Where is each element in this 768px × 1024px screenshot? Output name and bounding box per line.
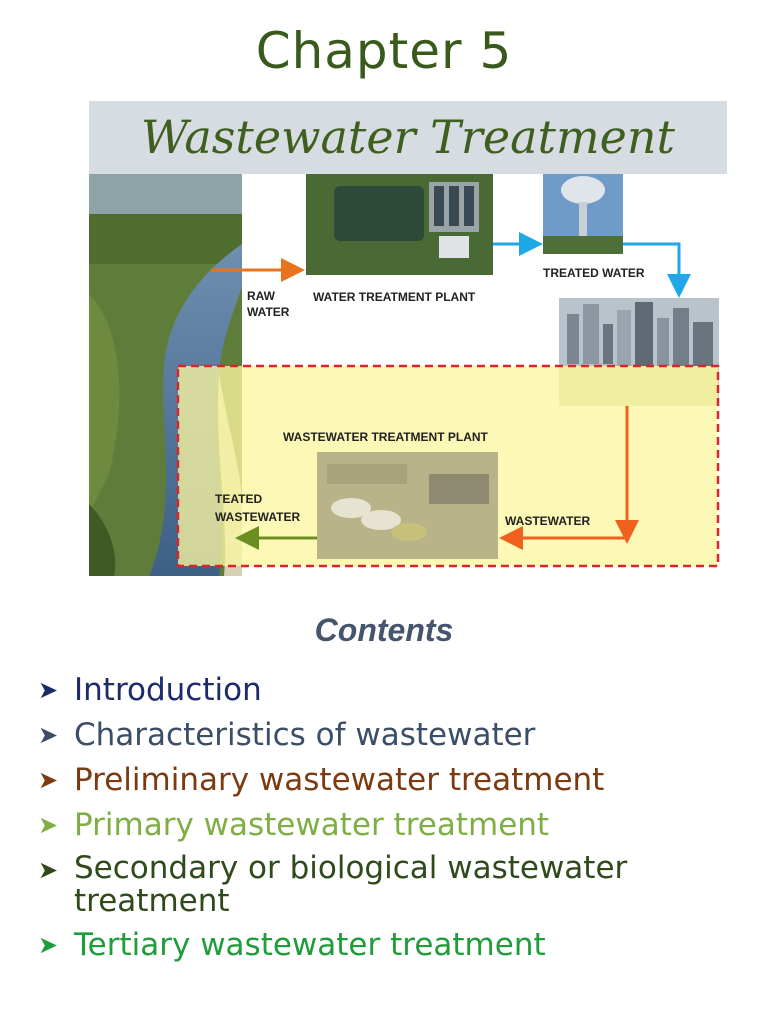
list-item-text: Secondary or biological wastewater treat… <box>74 850 628 919</box>
list-item: ➤ Introduction <box>38 672 758 708</box>
list-item-text: Tertiary wastewater treatment <box>74 927 546 963</box>
raw-water-label: RAW WATER <box>247 289 290 319</box>
bullet-arrow-icon: ➤ <box>38 766 59 794</box>
contents-list: ➤ Introduction ➤ Characteristics of wast… <box>38 672 758 972</box>
treated-water-arrow-2 <box>623 242 691 298</box>
water-treatment-plant-label: WATER TREATMENT PLANT <box>313 290 476 304</box>
list-item-text: Preliminary wastewater treatment <box>74 762 605 798</box>
bullet-arrow-icon: ➤ <box>38 931 59 959</box>
list-item-text: Characteristics of wastewater <box>74 717 536 753</box>
water-tower-photo <box>543 174 623 254</box>
list-item: ➤ Primary wastewater treatment <box>38 807 758 843</box>
wastewater-region-border <box>176 364 720 568</box>
list-item: ➤ Tertiary wastewater treatment <box>38 927 758 963</box>
teated-wastewater-label-line1: TEATED <box>215 492 262 506</box>
water-cycle-diagram: RAW WATER WATER TREATMENT PLANT TREATED … <box>89 174 720 576</box>
bullet-arrow-icon: ➤ <box>38 676 59 704</box>
bullet-arrow-icon: ➤ <box>38 811 59 839</box>
list-item-text: Primary wastewater treatment <box>74 807 550 843</box>
teated-wastewater-label-line2: WASTEWATER <box>215 510 300 524</box>
bullet-arrow-icon: ➤ <box>38 856 59 884</box>
raw-water-label-line1: RAW <box>247 289 276 303</box>
list-item: ➤ Secondary or biological wastewater tre… <box>38 852 758 918</box>
raw-water-label-line2: WATER <box>247 305 290 319</box>
wastewater-label: WASTEWATER <box>505 514 590 528</box>
bullet-arrow-icon: ➤ <box>38 721 59 749</box>
treated-water-label: TREATED WATER <box>543 266 645 280</box>
title-band: Wastewater Treatment <box>89 101 727 174</box>
chapter-title: Chapter 5 <box>255 22 513 80</box>
page-title: Wastewater Treatment <box>141 110 675 164</box>
teated-wastewater-label: TEATED WASTEWATER <box>215 492 300 524</box>
wastewater-treatment-plant-photo <box>317 452 498 559</box>
list-item: ➤ Characteristics of wastewater <box>38 717 758 753</box>
list-item: ➤ Preliminary wastewater treatment <box>38 762 758 798</box>
water-treatment-plant-photo <box>306 174 493 275</box>
wastewater-treatment-plant-label: WASTEWATER TREATMENT PLANT <box>283 430 489 444</box>
list-item-text: Introduction <box>74 672 262 708</box>
contents-heading: Contents <box>314 612 454 648</box>
